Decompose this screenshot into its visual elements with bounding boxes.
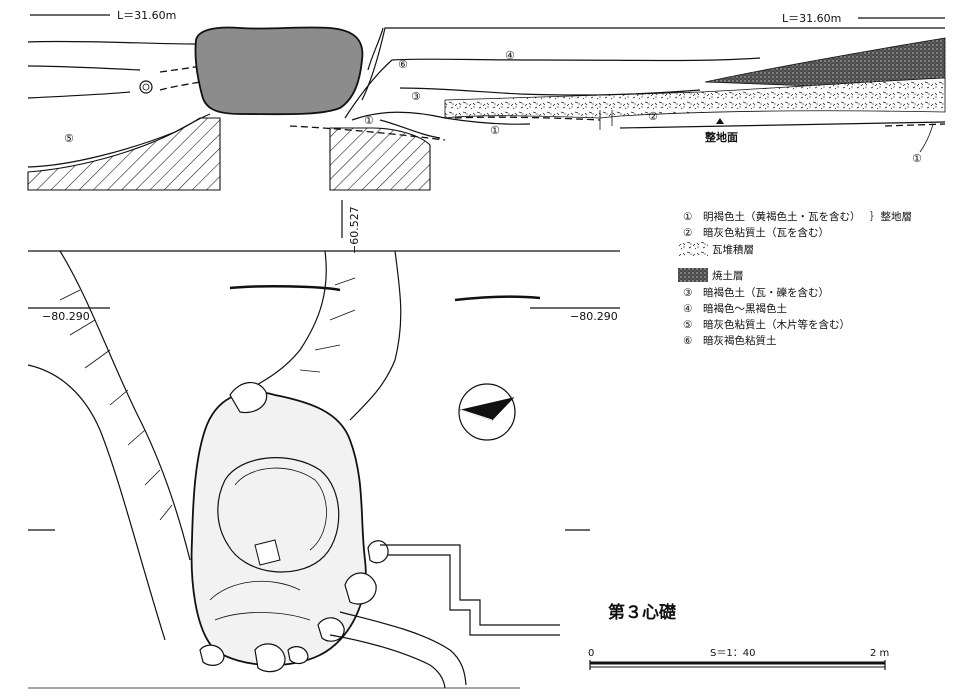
section-line: [27, 40, 196, 45]
small-stone: [317, 617, 345, 642]
section-line: [27, 91, 131, 99]
pit-outline: [349, 250, 402, 421]
tile-accumulation-layer: [444, 77, 946, 119]
legend: ① 明褐色土（黄褐色土・瓦を含む） ｝整地層 ② 暗灰色粘質土（瓦を含む） 瓦堆…: [678, 210, 912, 347]
socket-outline: [217, 457, 340, 573]
pit-outline: [59, 250, 191, 561]
pit-outline: [27, 364, 166, 641]
layer-mark-6: ⑥: [398, 58, 408, 71]
section-dashed-line: [159, 65, 201, 73]
section-dashed-line: [884, 123, 946, 127]
figure-title: 第３心礎: [608, 602, 677, 623]
legend-mark-4: ④: [683, 303, 693, 315]
layer-mark-2: ②: [648, 110, 658, 123]
legend-mark-1: ①: [683, 211, 693, 223]
hatched-base-right: [329, 127, 431, 191]
north-arrow: [458, 383, 516, 441]
stone-surface-line: [209, 580, 311, 621]
surface-label: 整地面: [704, 130, 738, 144]
pit-outline: [239, 250, 327, 396]
legend-swatch-burnt: [678, 268, 708, 282]
legend-text-4: 暗褐色～黒褐色土: [703, 302, 787, 315]
section-line: [379, 119, 441, 139]
section-line: [344, 57, 761, 119]
legend-text-burnt: 焼土層: [712, 269, 744, 282]
layer-mark-1: ①: [364, 114, 374, 127]
small-stone-ring: [142, 83, 150, 91]
slope-hachures: [59, 289, 173, 521]
small-stone: [367, 540, 389, 564]
foundation-stone-section: [194, 26, 364, 116]
dimension-vertical-label: −60.527: [348, 206, 361, 254]
legend-mark-5: ⑤: [683, 319, 693, 331]
section-dashed-line: [454, 116, 601, 121]
legend-mark-6: ⑥: [683, 335, 693, 347]
legend-text-5: 暗灰色粘質土（木片等を含む）: [703, 318, 850, 331]
legend-text-2: 暗灰色粘質土（瓦を含む）: [703, 226, 829, 239]
foundation-edge: [339, 611, 467, 686]
small-stone: [229, 382, 268, 414]
layer-mark-5: ⑤: [64, 132, 74, 145]
foundation-edge: [329, 634, 446, 689]
socket-inner: [234, 467, 327, 551]
tile-fragment: [229, 285, 341, 292]
leader-line: [919, 123, 934, 153]
foundation-edge: [388, 554, 560, 636]
small-stone: [199, 644, 225, 666]
section-line: [361, 27, 945, 101]
foundation-stone-plan: [190, 391, 367, 666]
north-arrow-icon: [460, 409, 493, 421]
small-stone: [254, 643, 286, 673]
legend-mark-2: ②: [683, 227, 693, 239]
north-arrow-circle: [458, 383, 516, 441]
small-stone-ring: [139, 80, 153, 94]
scale-end-label: 2 m: [870, 648, 889, 659]
section-dashed-line: [289, 125, 446, 141]
dimension-left-label: −80.290: [42, 310, 90, 323]
legend-text-3: 暗褐色土（瓦・礫を含む）: [703, 286, 829, 299]
legend-group-note: ｝整地層: [870, 210, 912, 223]
scale-ratio-label: S＝1：40: [710, 648, 755, 659]
scale-bar-fill: [590, 662, 885, 665]
tile-fragment: [454, 295, 541, 302]
small-stone: [287, 646, 309, 665]
dimension-right-label: −80.290: [570, 310, 618, 323]
vertical-dimension: −60.527: [341, 200, 361, 254]
plan-view: −80.290 −80.290: [27, 250, 620, 689]
section-line: [351, 111, 531, 125]
legend-text-1: 明褐色土（黄褐色土・瓦を含む）: [703, 210, 861, 223]
legend-text-6: 暗灰褐色粘質土: [703, 334, 777, 347]
legend-mark-3: ③: [683, 287, 693, 299]
foundation-edge: [380, 544, 560, 626]
scale-bar: 0 S＝1：40 2 m: [588, 648, 889, 670]
north-arrow-icon: [459, 397, 515, 421]
layer-mark-1b: ①: [490, 124, 500, 137]
layer-mark-3: ③: [411, 90, 421, 103]
legend-text-tile: 瓦堆積層: [712, 243, 754, 256]
small-stone: [344, 572, 377, 605]
section-view: L＝31.60m L＝31.60m: [27, 9, 946, 191]
scale-start-label: 0: [588, 648, 594, 659]
burnt-soil-layer: [704, 37, 946, 91]
level-label-left: L＝31.60m: [117, 9, 176, 22]
legend-swatch-tile: [678, 242, 708, 256]
section-dashed-line: [159, 81, 201, 91]
layer-mark-4: ④: [505, 49, 515, 62]
layer-mark-1c: ①: [912, 152, 922, 165]
section-line: [399, 87, 701, 96]
section-line: [367, 27, 384, 71]
stone-chip: [254, 539, 281, 566]
slope-hachures: [299, 277, 356, 373]
hatched-base-left: [27, 117, 221, 191]
section-line: [619, 121, 946, 129]
level-label-right: L＝31.60m: [782, 12, 841, 25]
section-line: [27, 65, 141, 71]
surface-marker-icon: [716, 118, 724, 124]
